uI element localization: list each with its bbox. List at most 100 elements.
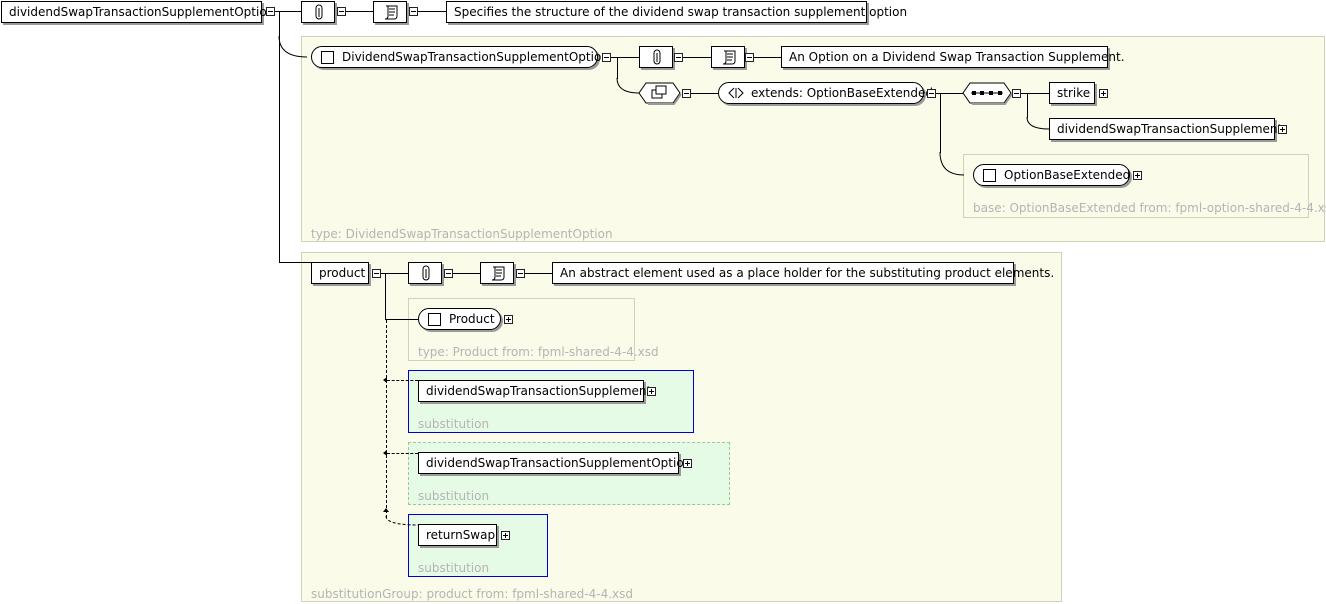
product-element-name: product bbox=[319, 266, 366, 280]
expand-toggle[interactable] bbox=[1099, 89, 1108, 98]
expand-toggle[interactable] bbox=[504, 315, 513, 324]
connector bbox=[1027, 93, 1028, 118]
substitution-caption: substitution bbox=[418, 489, 490, 503]
product-type-name: Product bbox=[449, 312, 495, 326]
substitution-connector bbox=[387, 380, 418, 381]
product-documentation: An abstract element used as a place hold… bbox=[552, 262, 1054, 284]
element-name: returnSwap bbox=[426, 528, 496, 542]
connector bbox=[682, 57, 711, 58]
product-element[interactable]: product bbox=[311, 262, 369, 284]
collapse-toggle[interactable] bbox=[602, 53, 611, 62]
element-name: dividendSwapTransactionSupplement bbox=[1057, 122, 1283, 136]
arrow-icon bbox=[383, 377, 387, 383]
sequence-child-strike[interactable]: strike bbox=[1049, 82, 1095, 104]
connector bbox=[935, 93, 963, 94]
root-documentation: Specifies the structure of the dividend … bbox=[446, 1, 907, 23]
complex-type-icon bbox=[983, 169, 996, 182]
connector bbox=[279, 262, 311, 263]
connector bbox=[275, 11, 301, 12]
collapse-toggle[interactable] bbox=[682, 89, 691, 98]
substitution-connector bbox=[386, 320, 387, 518]
connector bbox=[610, 57, 639, 58]
arrow-icon bbox=[383, 508, 389, 512]
element-name: dividendSwapTransactionSupplementOption bbox=[426, 456, 692, 470]
substitution-connector bbox=[387, 453, 418, 454]
paperclip-icon bbox=[422, 265, 430, 281]
complex-type-icon bbox=[321, 51, 334, 64]
substitution-element-2[interactable]: dividendSwapTransactionSupplementOption bbox=[418, 452, 691, 474]
base-type-caption: base: OptionBaseExtended from: fpml-opti… bbox=[973, 201, 1326, 215]
collapse-toggle[interactable] bbox=[337, 7, 346, 16]
complex-type-node[interactable]: DividendSwapTransactionSupplementOption bbox=[311, 46, 609, 68]
substitution-caption: substitution bbox=[418, 417, 490, 431]
connector bbox=[690, 93, 718, 94]
element-name: dividendSwapTransactionSupplement bbox=[426, 384, 652, 398]
root-element-name: dividendSwapTransactionSupplementOption bbox=[9, 5, 275, 19]
expand-toggle[interactable] bbox=[1278, 125, 1287, 134]
product-complex-type-node[interactable]: Product bbox=[418, 308, 501, 330]
type-documentation-text: An Option on a Dividend Swap Transaction… bbox=[789, 50, 1125, 64]
extension-icon bbox=[728, 87, 744, 99]
collapse-toggle[interactable] bbox=[266, 7, 275, 16]
connector-curve bbox=[939, 151, 965, 176]
complex-type-name: DividendSwapTransactionSupplementOption bbox=[342, 50, 609, 64]
annotation-node[interactable] bbox=[639, 46, 673, 68]
documentation-node[interactable] bbox=[373, 1, 407, 23]
connector bbox=[1020, 93, 1049, 94]
expand-toggle[interactable] bbox=[683, 459, 692, 468]
expand-toggle[interactable] bbox=[1133, 171, 1142, 180]
base-type-name: OptionBaseExtended bbox=[1004, 168, 1131, 182]
connector-curve bbox=[278, 35, 308, 58]
collapse-toggle[interactable] bbox=[745, 53, 754, 62]
substitution-group-caption: substitutionGroup: product from: fpml-sh… bbox=[311, 587, 633, 601]
substitution-element-3[interactable]: returnSwap bbox=[418, 524, 497, 546]
documentation-node[interactable] bbox=[480, 262, 514, 284]
substitution-connector bbox=[385, 515, 419, 526]
collapse-toggle[interactable] bbox=[674, 53, 683, 62]
connector bbox=[752, 57, 781, 58]
connector bbox=[451, 273, 480, 274]
connector bbox=[385, 273, 386, 319]
type-caption: type: DividendSwapTransactionSupplementO… bbox=[311, 227, 613, 241]
root-element[interactable]: dividendSwapTransactionSupplementOption bbox=[1, 1, 274, 23]
sequence-child-dividend-swap-transaction-supplement[interactable]: dividendSwapTransactionSupplement bbox=[1049, 118, 1282, 140]
scroll-icon bbox=[384, 5, 398, 20]
annotation-node[interactable] bbox=[408, 262, 442, 284]
connector bbox=[523, 273, 552, 274]
connector-curve bbox=[616, 77, 640, 94]
paperclip-icon bbox=[653, 49, 661, 65]
collapse-toggle[interactable] bbox=[516, 269, 525, 278]
connector bbox=[417, 11, 446, 12]
connector bbox=[380, 273, 408, 274]
expand-toggle[interactable] bbox=[647, 387, 656, 396]
complex-type-icon bbox=[428, 313, 441, 326]
connector-curve bbox=[1026, 116, 1050, 130]
expand-toggle[interactable] bbox=[501, 531, 510, 540]
type-documentation: An Option on a Dividend Swap Transaction… bbox=[781, 46, 1125, 68]
collapse-toggle[interactable] bbox=[444, 269, 453, 278]
substitution-caption: substitution bbox=[418, 561, 490, 575]
extension-label: extends: OptionBaseExtended bbox=[751, 86, 933, 100]
collapse-toggle[interactable] bbox=[372, 269, 381, 278]
choice-icon[interactable] bbox=[638, 82, 682, 106]
connector bbox=[279, 11, 280, 262]
connector bbox=[385, 319, 418, 320]
sequence-icon[interactable] bbox=[962, 82, 1013, 106]
root-documentation-text: Specifies the structure of the dividend … bbox=[454, 5, 908, 19]
connector bbox=[345, 11, 373, 12]
element-name: strike bbox=[1057, 86, 1091, 100]
documentation-node[interactable] bbox=[711, 46, 745, 68]
arrow-icon bbox=[383, 450, 387, 456]
collapse-toggle[interactable] bbox=[409, 7, 418, 16]
paperclip-icon bbox=[315, 4, 323, 20]
annotation-node[interactable] bbox=[301, 1, 335, 23]
product-type-caption: type: Product from: fpml-shared-4-4.xsd bbox=[418, 345, 659, 359]
collapse-toggle[interactable] bbox=[1012, 89, 1021, 98]
scroll-icon bbox=[491, 266, 505, 281]
collapse-toggle[interactable] bbox=[927, 89, 936, 98]
product-documentation-text: An abstract element used as a place hold… bbox=[560, 266, 1055, 280]
scroll-icon bbox=[722, 50, 736, 65]
substitution-element-1[interactable]: dividendSwapTransactionSupplement bbox=[418, 380, 651, 402]
extension-node[interactable]: extends: OptionBaseExtended bbox=[718, 82, 933, 104]
base-complex-type-node[interactable]: OptionBaseExtended bbox=[973, 164, 1130, 186]
